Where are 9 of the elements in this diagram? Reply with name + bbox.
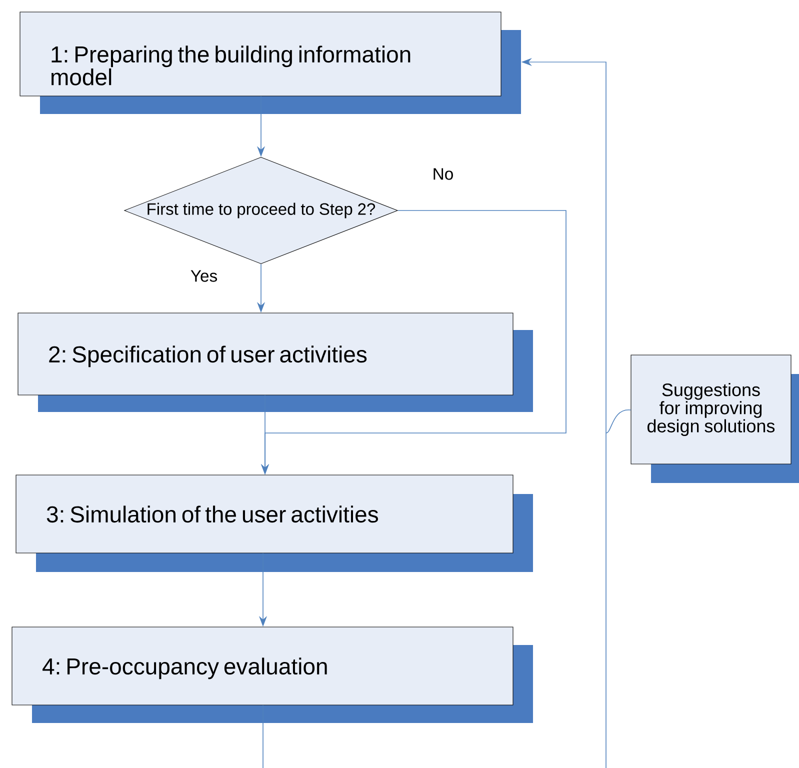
process-box: 3: Simulation of the user activities: [16, 474, 533, 572]
edge-label: Yes: [189, 268, 219, 284]
edge-label: No: [431, 166, 455, 182]
process-box: 4: Pre-occupancy evaluation: [12, 626, 533, 723]
connector-line: [262, 704, 264, 768]
note-box: Suggestions for improving design solutions: [630, 354, 799, 483]
leader-line: [606, 410, 632, 434]
process-box: 1: Preparing the building information model: [20, 12, 521, 114]
process-box: 2: Specification of user activities: [18, 312, 533, 412]
